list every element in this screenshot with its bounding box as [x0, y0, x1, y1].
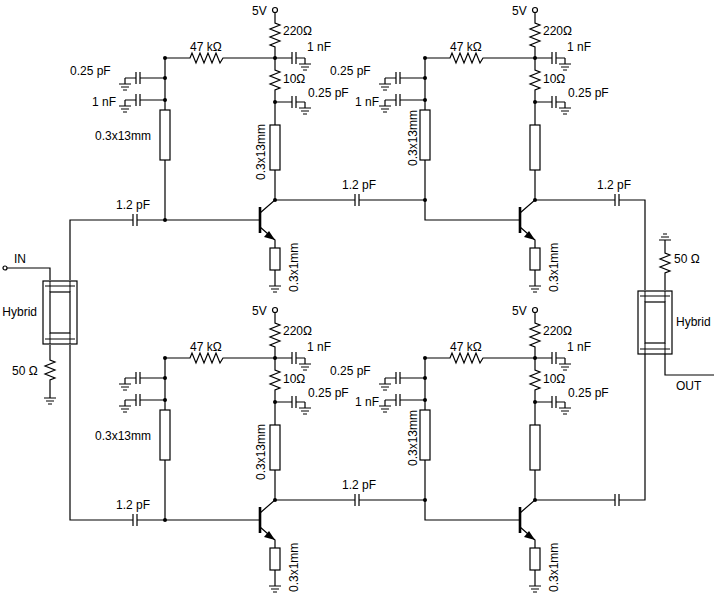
component-value: 0.3x1mm [287, 543, 301, 592]
component-value: 1 nF [307, 340, 331, 354]
hybrid-coupler: Hybrid [42, 280, 78, 345]
component-value: 1 nF [92, 95, 116, 109]
component-value: 1.2 pF [342, 178, 376, 192]
coupler-label: Hybrid [2, 305, 37, 319]
component-value: 0.3x13mm [406, 410, 420, 466]
component-value: 1.2 pF [597, 178, 631, 192]
component-value: 0.3x13mm [95, 429, 151, 443]
component-value: 47 kΩ [450, 340, 482, 354]
component-value: 0.3x13mm [254, 124, 268, 180]
coupler-label: Hybrid [676, 315, 711, 329]
component-value: 0.25 pF [330, 364, 371, 378]
component-value: 0.25 pF [308, 86, 349, 100]
amplifier-stage [379, 308, 630, 593]
component-value: 47 kΩ [450, 40, 482, 54]
component-value: 1 nF [567, 40, 591, 54]
hybrid-coupler: Hybrid [637, 290, 673, 355]
component-value: 5V [252, 4, 267, 18]
component-value: 1 nF [567, 340, 591, 354]
component-value: 0.3x13mm [254, 424, 268, 480]
component-value: 5V [252, 304, 267, 318]
component-value: 10Ω [543, 372, 565, 386]
component-value: 220Ω [543, 24, 572, 38]
hybrid-coupler-symbol [42, 280, 78, 345]
amplifier-stage [379, 8, 630, 293]
component-value: 10Ω [283, 372, 305, 386]
component-value: 47 kΩ [190, 340, 222, 354]
component-value: 1 nF [355, 95, 379, 109]
component-value: 0.25 pF [568, 386, 609, 400]
component-value: 0.3x1mm [547, 543, 561, 592]
component-value: 220Ω [543, 324, 572, 338]
component-value: 0.25 pF [330, 64, 371, 78]
component-value: 0.3x13mm [406, 110, 420, 166]
amplifier-stage [119, 8, 370, 293]
component-value: OUT [676, 379, 701, 393]
component-value: 1.2 pF [342, 478, 376, 492]
component-value: 5V [512, 304, 527, 318]
component-value: 50 Ω [674, 252, 700, 266]
component-value: 1.2 pF [116, 498, 150, 512]
hybrid-coupler-symbol [637, 290, 673, 355]
component-value: 50 Ω [12, 364, 38, 378]
component-value: 1 nF [355, 395, 379, 409]
component-value: 220Ω [283, 24, 312, 38]
component-value: 0.3x13mm [95, 129, 151, 143]
wires [3, 198, 714, 526]
component-value: 220Ω [283, 324, 312, 338]
component-value: 5V [512, 4, 527, 18]
component-value: 0.25 pF [568, 86, 609, 100]
component-value: 0.25 pF [308, 386, 349, 400]
component-value: IN [14, 252, 26, 266]
component-value: 10Ω [283, 72, 305, 86]
component-value: 0.3x1mm [287, 243, 301, 292]
component-value: 0.25 pF [70, 64, 111, 78]
component-value: 1 nF [307, 40, 331, 54]
component-value: 0.3x1mm [547, 243, 561, 292]
component-value: 47 kΩ [190, 40, 222, 54]
component-value: 1.2 pF [116, 198, 150, 212]
component-value: 10Ω [543, 72, 565, 86]
amplifier-stage [119, 308, 370, 593]
